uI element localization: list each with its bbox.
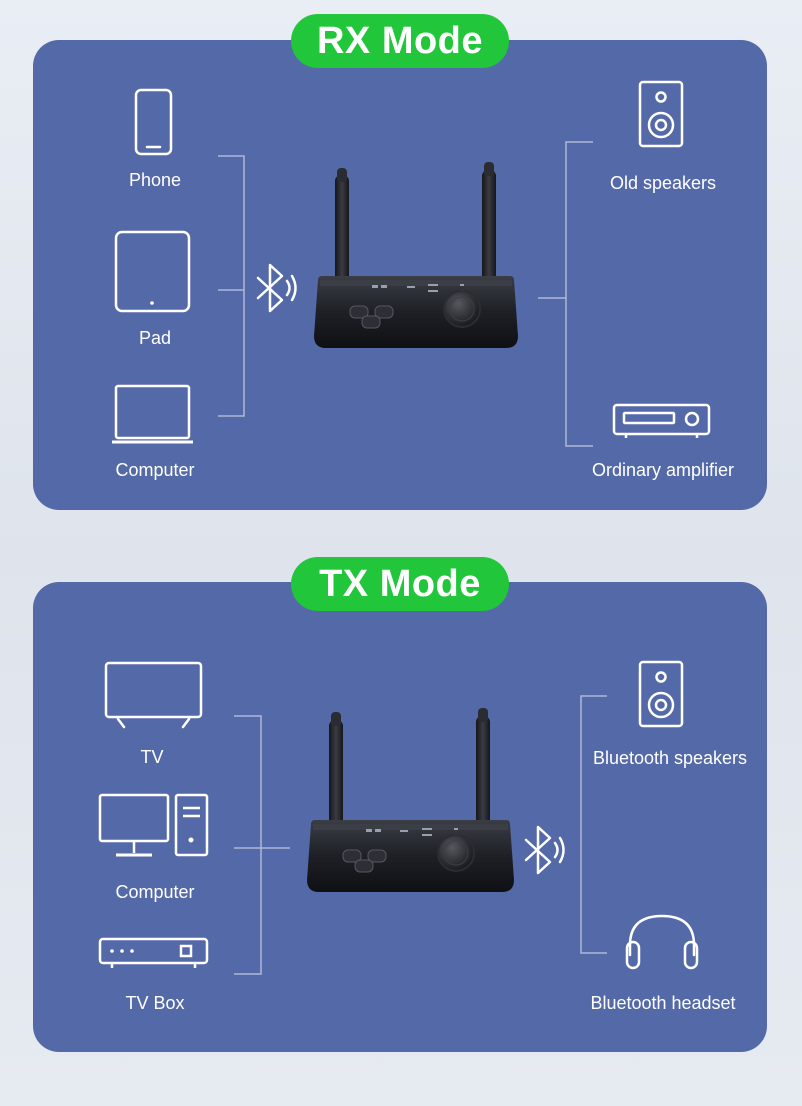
old-speakers-label: Old speakers — [609, 173, 717, 193]
pad-label: Pad — [138, 328, 172, 348]
tx-mode-title: TX Mode — [291, 557, 509, 611]
tx-mode-panel — [33, 582, 767, 1052]
tv-label: TV — [140, 747, 164, 767]
phone-label: Phone — [128, 170, 182, 190]
bluetooth-headset-label: Bluetooth headset — [590, 993, 736, 1013]
rx-mode-title: RX Mode — [291, 14, 509, 68]
rx-mode-panel — [33, 40, 767, 510]
bluetooth-speakers-label: Bluetooth speakers — [592, 748, 748, 768]
tx-computer-label: Computer — [115, 882, 195, 902]
ordinary-amplifier-label: Ordinary amplifier — [591, 460, 735, 480]
tv-box-label: TV Box — [125, 993, 185, 1013]
computer-label: Computer — [115, 460, 195, 480]
